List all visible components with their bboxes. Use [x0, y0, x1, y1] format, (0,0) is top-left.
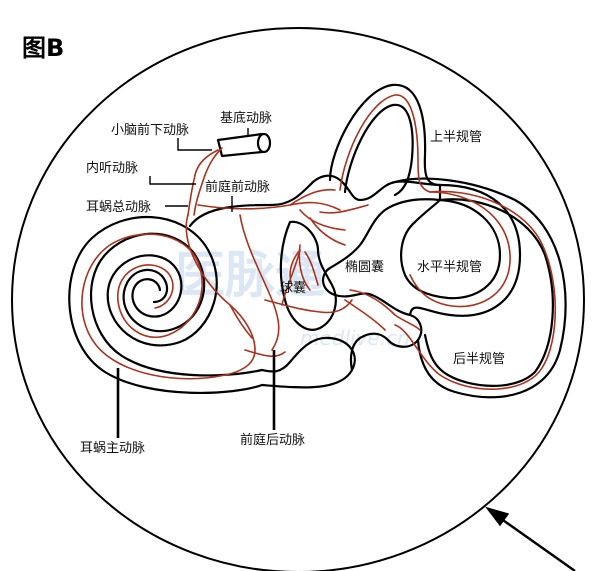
cochlear-spiral-artery [81, 233, 226, 380]
posterior-canal-artery [394, 190, 557, 390]
arteries [81, 94, 557, 390]
vestibule [188, 174, 442, 372]
label-internal-auditory-artery: 内听动脉 [86, 160, 138, 176]
horizontal-canal-artery [409, 191, 511, 308]
leader-aica [177, 138, 212, 151]
outer-circle [11, 27, 585, 571]
label-superior-canal: 上半规管 [430, 130, 482, 145]
label-posterior-canal: 后半规管 [453, 352, 505, 367]
horizontal-canal-inner [400, 198, 502, 300]
aica-artery [204, 147, 223, 176]
arrow-head [485, 506, 510, 527]
arrow [485, 506, 576, 571]
leader-internal-auditory [149, 176, 196, 185]
superior-canal-outer [328, 83, 442, 187]
cochlea-spiral [68, 216, 264, 394]
label-saccule: 球囊 [280, 280, 306, 296]
internal-auditory-artery [193, 174, 206, 216]
superior-canal-artery [339, 94, 431, 193]
labels: 图B 基底动脉 小脑前下动脉 内听动脉 前庭前动脉 耳蜗总动脉 上半规管 椭圆囊… [22, 34, 505, 456]
label-common-cochlear-artery: 耳蜗总动脉 [86, 199, 151, 215]
label-aica: 小脑前下动脉 [111, 122, 189, 138]
horizontal-canal-outer [408, 183, 522, 317]
arrow-shaft [499, 517, 576, 571]
posterior-canal-outer [393, 177, 567, 399]
saccule-outline [279, 220, 337, 331]
label-posterior-vestibular-artery: 前庭后动脉 [240, 432, 305, 448]
label-utricle: 椭圆囊 [345, 259, 384, 275]
anatomy-outline [68, 83, 567, 399]
label-anterior-vestibular-artery: 前庭前动脉 [205, 179, 270, 195]
figure-title: 图B [22, 34, 64, 62]
basilar-tube-end [256, 132, 272, 154]
label-basilar-artery: 基底动脉 [220, 110, 272, 126]
vestibule-lower [260, 336, 356, 389]
label-main-cochlear-artery: 耳蜗主动脉 [80, 440, 145, 456]
posterior-canal-inner [423, 198, 554, 387]
saccule-artery [298, 244, 311, 291]
label-horizontal-canal: 水平半规管 [417, 260, 482, 275]
leader-lines [116, 128, 276, 438]
posterior-vestibular-artery [239, 214, 280, 351]
